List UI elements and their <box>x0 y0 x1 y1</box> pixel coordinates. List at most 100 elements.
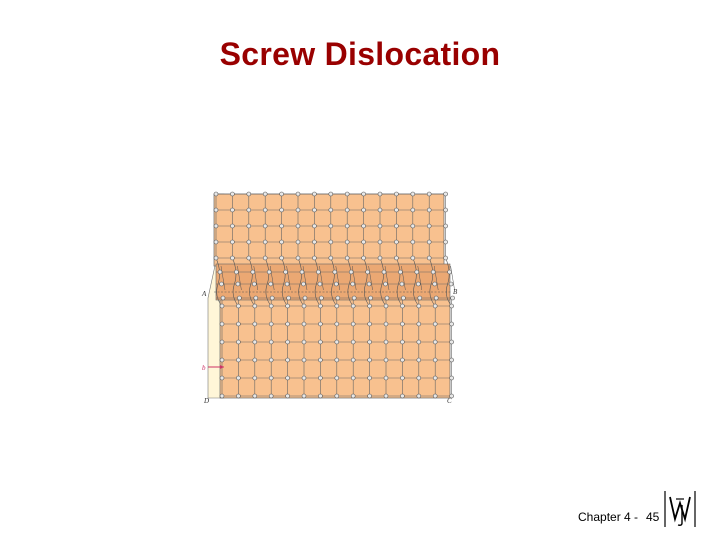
lattice-atom <box>443 255 448 261</box>
lattice-atom <box>344 239 350 245</box>
lattice-atom <box>286 295 291 301</box>
lattice-atom <box>383 375 389 381</box>
lattice-atom <box>410 207 416 213</box>
lattice-atom <box>377 239 383 245</box>
lattice-atom <box>361 223 366 229</box>
lattice-atom <box>400 393 405 399</box>
lattice-atom <box>295 239 301 245</box>
lattice-atom <box>250 269 256 275</box>
lattice-atom <box>285 339 290 345</box>
lower-block <box>219 297 451 399</box>
lattice-atom <box>449 357 454 363</box>
distortion-curve <box>335 265 341 291</box>
lattice-atom <box>295 207 301 213</box>
lattice-atom <box>312 207 317 213</box>
lattice-atom <box>295 191 301 197</box>
lattice-atom <box>234 269 239 275</box>
lattice-atom <box>301 375 307 381</box>
lattice-atom <box>410 239 416 245</box>
lattice-atom <box>416 321 422 327</box>
distortion-curve <box>237 265 242 291</box>
lattice-atom <box>318 303 323 309</box>
lattice-atom <box>398 269 403 275</box>
lattice-atom <box>301 339 307 345</box>
lattice-atom <box>416 375 422 381</box>
lattice-atom <box>394 255 399 261</box>
slide-title: Screw Dislocation <box>219 36 501 72</box>
lattice-atom <box>285 375 290 381</box>
lattice-atom <box>236 339 241 345</box>
lattice-atom <box>377 191 383 197</box>
lattice-atom <box>328 239 334 245</box>
lattice-atom <box>252 393 258 399</box>
lattice-atom <box>262 239 268 245</box>
label-a: A <box>201 290 207 298</box>
lattice-atom <box>279 255 284 261</box>
lattice-atom <box>279 223 284 229</box>
lattice-atom <box>449 339 454 345</box>
lattice-atom <box>301 393 307 399</box>
lattice-atom <box>236 375 241 381</box>
lattice-atom <box>302 295 308 301</box>
lattice-atom <box>217 269 223 275</box>
distortion-curve <box>384 265 390 291</box>
lattice-atom <box>416 339 422 345</box>
lattice-atom <box>252 339 258 345</box>
lattice-atom <box>367 303 372 309</box>
lattice-atom <box>383 281 388 287</box>
lattice-atom <box>266 269 272 275</box>
lattice-atom <box>426 223 432 229</box>
lattice-atom <box>410 191 416 197</box>
lattice-atom <box>230 223 235 229</box>
lattice-atom <box>219 321 225 327</box>
distortion-curve <box>319 265 324 291</box>
lattice-atom <box>377 223 383 229</box>
lattice-atom <box>235 281 241 287</box>
lattice-atom <box>432 303 438 309</box>
lattice-atom <box>301 357 307 363</box>
lattice-atom <box>399 281 405 287</box>
lattice-atom <box>253 295 259 301</box>
lattice-atom <box>301 281 306 287</box>
lattice-atom <box>377 207 383 213</box>
lattice-atom <box>416 393 422 399</box>
lattice-atom <box>350 281 355 287</box>
lattice-atom <box>334 321 340 327</box>
lattice-atom <box>268 321 274 327</box>
lattice-atom <box>361 191 366 197</box>
lattice-atom <box>312 191 317 197</box>
lattice-atom <box>312 255 317 261</box>
lattice-atom <box>344 191 350 197</box>
lattice-atom <box>361 239 366 245</box>
lattice-atom <box>285 393 290 399</box>
lattice-atom <box>268 375 274 381</box>
lattice-atom <box>344 207 350 213</box>
lattice-atom <box>449 303 454 309</box>
lattice-atom <box>416 281 421 287</box>
lattice-atom <box>262 223 268 229</box>
lattice-atom <box>334 339 340 345</box>
lattice-atom <box>236 357 241 363</box>
lattice-atom <box>366 281 372 287</box>
lattice-atom <box>381 269 387 275</box>
lattice-atom <box>350 321 356 327</box>
lattice-atom <box>301 321 307 327</box>
lattice-atom <box>219 375 225 381</box>
lattice-atom <box>236 321 241 327</box>
lattice-atom <box>344 223 350 229</box>
lattice-atom <box>246 255 252 261</box>
distortion-curve <box>351 265 357 291</box>
lattice-atom <box>367 375 372 381</box>
lattice-atom <box>334 303 340 309</box>
lattice-atom <box>318 321 323 327</box>
lattice-atom <box>219 393 225 399</box>
lattice-atom <box>367 357 372 363</box>
lattice-atom <box>334 281 339 287</box>
lattice-atom <box>377 255 383 261</box>
lattice-atom <box>230 207 235 213</box>
lattice-atom <box>316 269 321 275</box>
lattice-atom <box>443 239 448 245</box>
lattice-atom <box>246 239 252 245</box>
lattice-atom <box>262 191 268 197</box>
lattice-atom <box>348 269 354 275</box>
